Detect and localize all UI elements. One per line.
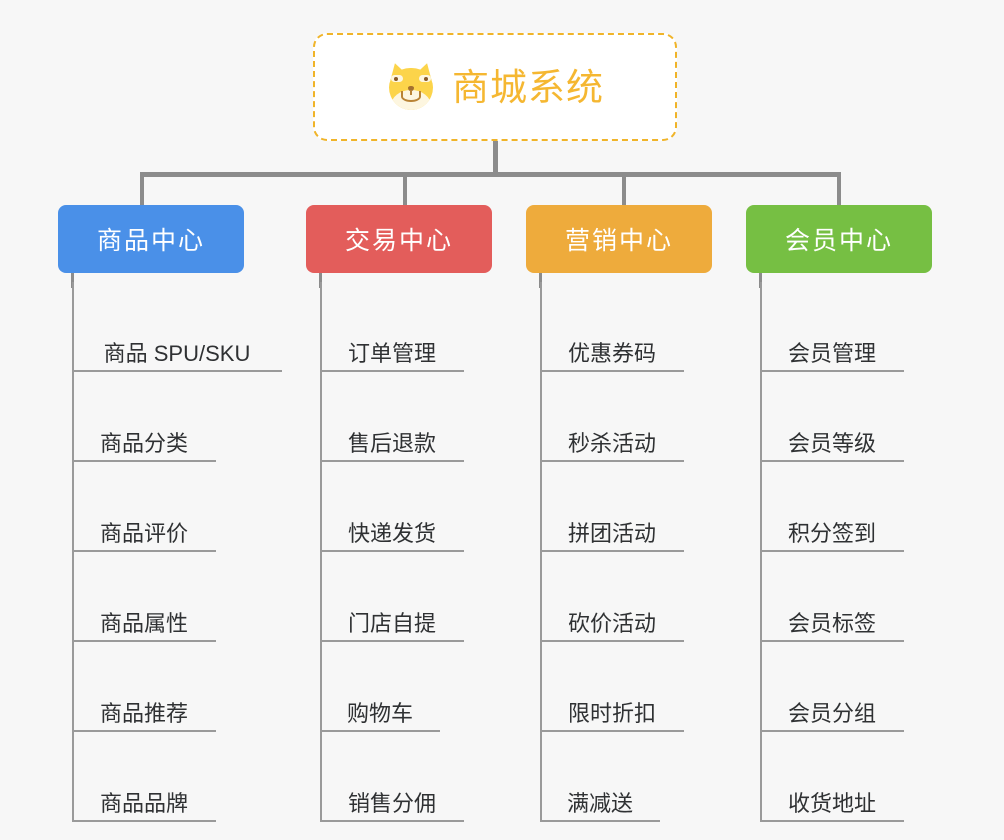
category-header-marketing-center[interactable]: 营销中心 [526, 205, 712, 273]
leaf-item[interactable]: 会员标签 [760, 552, 904, 642]
leaf-item[interactable]: 商品 SPU/SKU [72, 282, 282, 372]
leaf-item[interactable]: 会员等级 [760, 372, 904, 462]
leaf-item-label: 砍价活动 [567, 610, 656, 636]
leaf-item[interactable]: 秒杀活动 [540, 372, 684, 462]
leaf-item-label: 限时折扣 [567, 700, 656, 726]
leaf-item-label: 会员管理 [787, 340, 876, 366]
leaf-item[interactable]: 砍价活动 [540, 552, 684, 642]
leaf-item-label: 会员分组 [787, 700, 876, 726]
leaf-item[interactable]: 售后退款 [320, 372, 464, 462]
leaf-item-label: 满减送 [566, 790, 633, 816]
connector-drop-4 [837, 172, 841, 208]
leaf-item-label: 购物车 [346, 700, 413, 726]
leaf-item[interactable]: 商品推荐 [72, 642, 216, 732]
leaf-item-label: 秒杀活动 [567, 430, 656, 456]
connector-drop-1 [140, 172, 144, 208]
leaf-spine [540, 282, 542, 822]
leaf-item-label: 优惠券码 [567, 340, 656, 366]
leaf-item-label: 会员等级 [787, 430, 876, 456]
leaf-item[interactable]: 销售分佣 [320, 732, 464, 822]
leaf-item[interactable]: 商品品牌 [72, 732, 216, 822]
connector-drop-3 [622, 172, 626, 208]
category-header-member-center[interactable]: 会员中心 [746, 205, 932, 273]
leaf-item-label: 门店自提 [347, 610, 436, 636]
connector-trunk [493, 141, 498, 174]
leaf-item-label: 商品属性 [99, 610, 188, 636]
root-node-card[interactable]: 商城系统 [313, 33, 677, 141]
leaf-item[interactable]: 拼团活动 [540, 462, 684, 552]
leaf-item[interactable]: 商品评价 [72, 462, 216, 552]
shiba-dog-icon [386, 60, 436, 112]
leaf-item-label: 商品 SPU/SKU [103, 340, 251, 366]
leaf-item-label: 快递发货 [347, 520, 436, 546]
leaf-item[interactable]: 快递发货 [320, 462, 464, 552]
category-header-label: 商品中心 [96, 227, 205, 255]
leaf-item-label: 商品评价 [99, 520, 188, 546]
connector-header-to-spine-3 [539, 270, 542, 288]
leaf-item[interactable]: 积分签到 [760, 462, 904, 552]
leaf-item-label: 售后退款 [347, 430, 436, 456]
leaf-item[interactable]: 门店自提 [320, 552, 464, 642]
category-header-product-center[interactable]: 商品中心 [58, 205, 244, 273]
leaf-item-label: 会员标签 [787, 610, 876, 636]
connector-header-to-spine-2 [319, 270, 322, 288]
leaf-item[interactable]: 收货地址 [760, 732, 904, 822]
leaf-item-label: 销售分佣 [347, 790, 436, 816]
connector-header-to-spine-1 [71, 270, 74, 288]
connector-drop-2 [403, 172, 407, 208]
leaf-item-label: 拼团活动 [567, 520, 656, 546]
leaf-spine [320, 282, 322, 822]
leaf-item-label: 商品推荐 [99, 700, 188, 726]
leaf-item-label: 收货地址 [787, 790, 876, 816]
category-header-label: 会员中心 [784, 227, 893, 255]
leaf-item[interactable]: 商品属性 [72, 552, 216, 642]
leaf-item-label: 商品品牌 [99, 790, 188, 816]
category-header-label: 营销中心 [564, 227, 673, 255]
connector-header-to-spine-4 [759, 270, 762, 288]
leaf-spine [72, 282, 74, 822]
leaf-item[interactable]: 优惠券码 [540, 282, 684, 372]
connector-bus [141, 172, 841, 177]
leaf-item[interactable]: 订单管理 [320, 282, 464, 372]
leaf-item-label: 订单管理 [347, 340, 436, 366]
leaf-item[interactable]: 会员管理 [760, 282, 904, 372]
leaf-item[interactable]: 限时折扣 [540, 642, 684, 732]
leaf-item[interactable]: 满减送 [540, 732, 660, 822]
category-header-trade-center[interactable]: 交易中心 [306, 205, 492, 273]
leaf-spine [760, 282, 762, 822]
leaf-item-label: 积分签到 [787, 520, 876, 546]
category-header-label: 交易中心 [344, 227, 453, 255]
leaf-item[interactable]: 商品分类 [72, 372, 216, 462]
leaf-item[interactable]: 购物车 [320, 642, 440, 732]
root-title: 商城系统 [452, 66, 604, 108]
leaf-item[interactable]: 会员分组 [760, 642, 904, 732]
leaf-item-label: 商品分类 [99, 430, 188, 456]
